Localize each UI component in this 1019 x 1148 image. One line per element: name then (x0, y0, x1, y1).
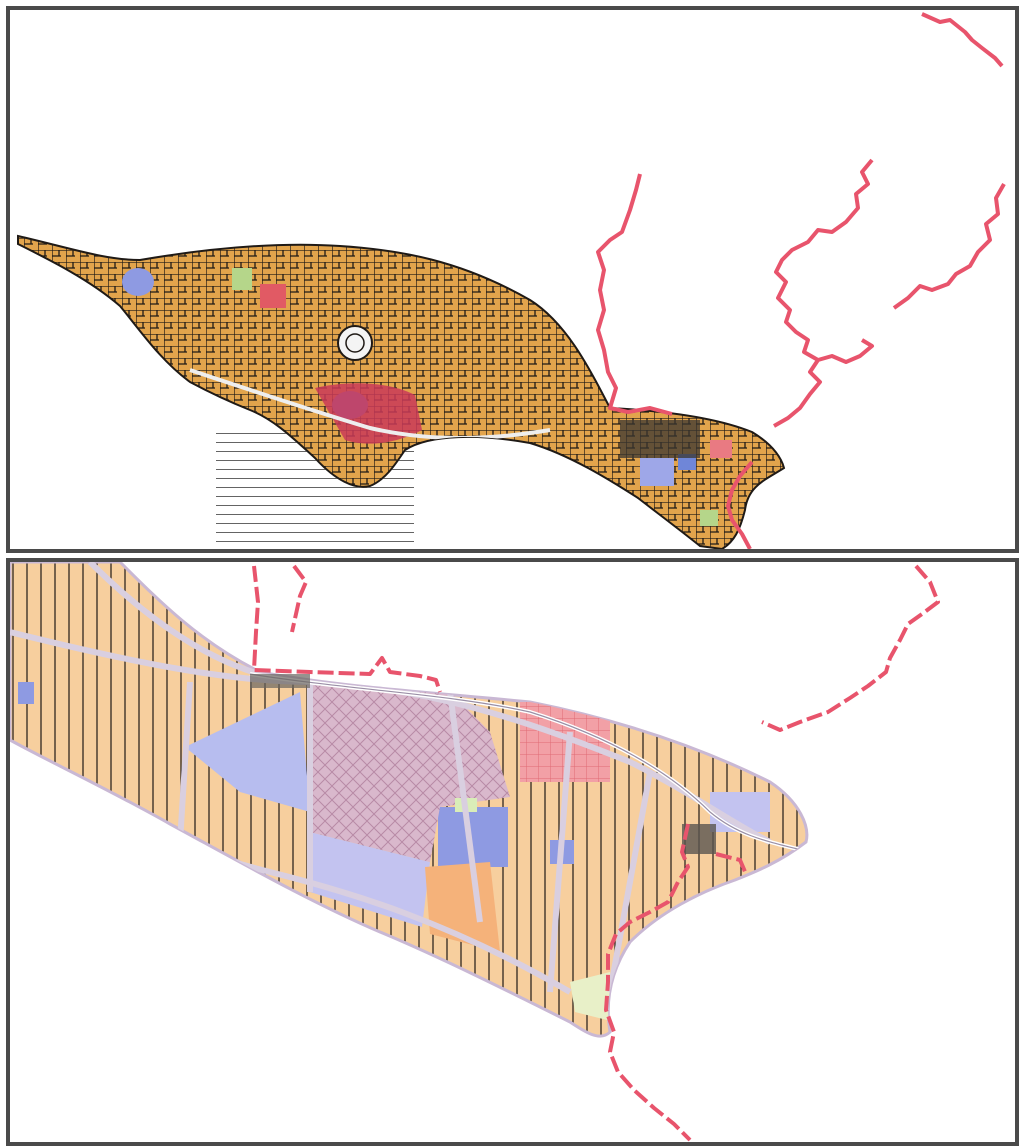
public-use-area (640, 458, 674, 486)
boundary-line (892, 183, 1006, 310)
public-use-zone (310, 832, 430, 927)
boundary-line (773, 158, 874, 428)
boundary-line (252, 565, 442, 693)
boundary-line (761, 564, 940, 732)
mixed-use-zone (310, 682, 510, 862)
road (177, 681, 193, 843)
green-area (700, 510, 718, 526)
road (607, 771, 653, 993)
landmark (337, 325, 373, 361)
existing-land-use-map (17, 12, 1006, 549)
commercial-core (315, 383, 422, 444)
land-use-patches (122, 268, 732, 526)
dashed-boundaries (252, 564, 940, 1142)
boundary-line (290, 564, 308, 633)
boundary-lines (596, 12, 1006, 549)
proposed-land-use-map (10, 562, 940, 1142)
green-zone (570, 972, 615, 1022)
public-use-area (122, 268, 154, 296)
main-road (189, 368, 551, 440)
planned-zones (10, 562, 807, 1022)
boundary-line (604, 823, 692, 1142)
main-highway-edge (249, 673, 807, 853)
road-junction (250, 674, 310, 688)
proposed-land-use-map-panel (6, 558, 1019, 1146)
boundary-line (921, 12, 1004, 68)
green-area (232, 268, 252, 290)
road (547, 731, 573, 993)
road (447, 691, 483, 923)
commercial-area (710, 440, 732, 458)
public-use-zone (185, 692, 310, 812)
existing-land-use-map-panel (6, 6, 1019, 553)
boundary-line (726, 460, 754, 549)
commercial-area (260, 284, 286, 308)
road (87, 562, 271, 680)
public-use-zone (18, 682, 34, 704)
boundary-line (596, 173, 673, 416)
dense-block (620, 420, 700, 458)
boundary-line (715, 852, 748, 875)
landmark-inner (345, 333, 365, 353)
